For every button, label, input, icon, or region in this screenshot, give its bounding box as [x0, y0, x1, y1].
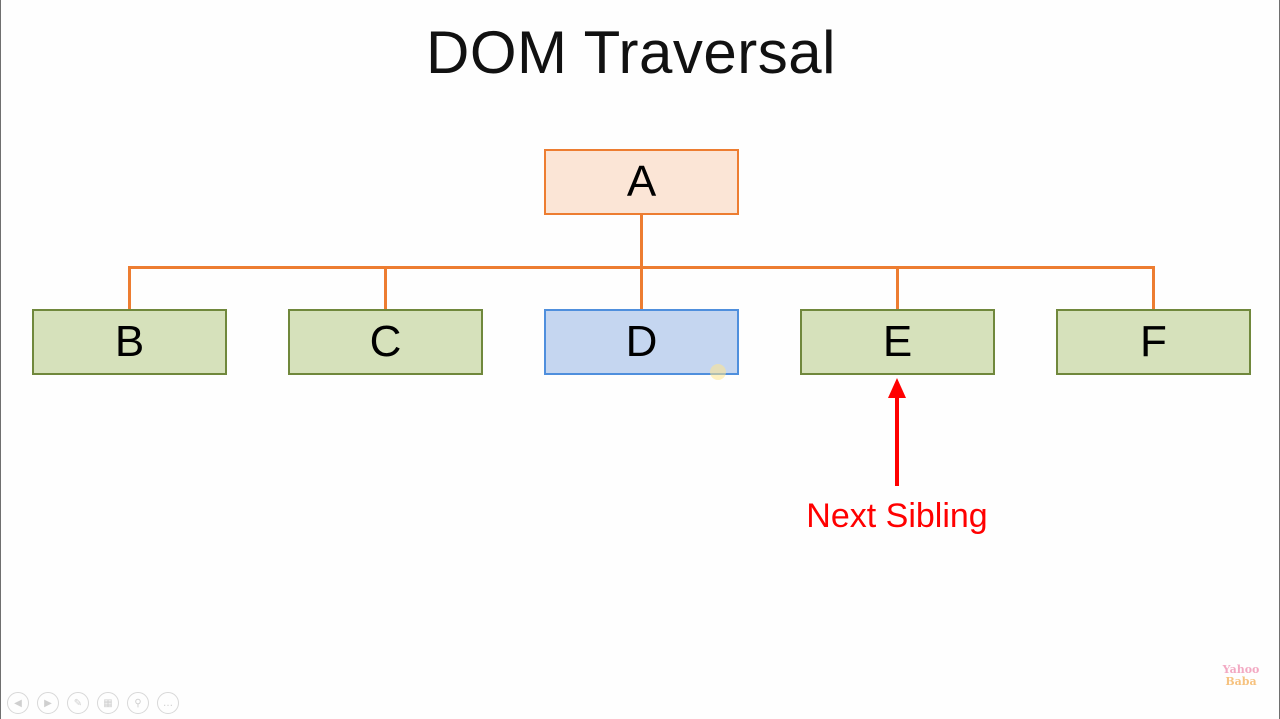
connector-d	[640, 266, 643, 310]
node-c: C	[288, 309, 483, 375]
prev-icon[interactable]: ◀	[7, 692, 29, 714]
logo-line-2: Baba	[1225, 675, 1257, 688]
next-sibling-label: Next Sibling	[806, 497, 988, 535]
connector-e	[896, 266, 899, 310]
node-a: A	[544, 149, 739, 215]
logo-line-1: Yahoo	[1222, 663, 1260, 676]
pointer-highlight	[710, 364, 726, 380]
presentation-controls: ◀ ▶ ✎ ▦ ⚲ …	[7, 692, 179, 714]
yahoo-baba-logo: Yahoo Baba	[1219, 664, 1263, 688]
next-icon[interactable]: ▶	[37, 692, 59, 714]
more-icon[interactable]: …	[157, 692, 179, 714]
pen-icon[interactable]: ✎	[67, 692, 89, 714]
connector-c	[384, 266, 387, 310]
next-sibling-arrow-icon	[888, 378, 906, 486]
node-d-selected: D	[544, 309, 739, 375]
slide-title: DOM Traversal	[426, 19, 836, 86]
node-f: F	[1056, 309, 1251, 375]
connector-a-down	[640, 215, 643, 267]
node-e: E	[800, 309, 995, 375]
zoom-icon[interactable]: ⚲	[127, 692, 149, 714]
node-b: B	[32, 309, 227, 375]
slides-icon[interactable]: ▦	[97, 692, 119, 714]
connector-b	[128, 266, 131, 310]
connector-f	[1152, 266, 1155, 310]
